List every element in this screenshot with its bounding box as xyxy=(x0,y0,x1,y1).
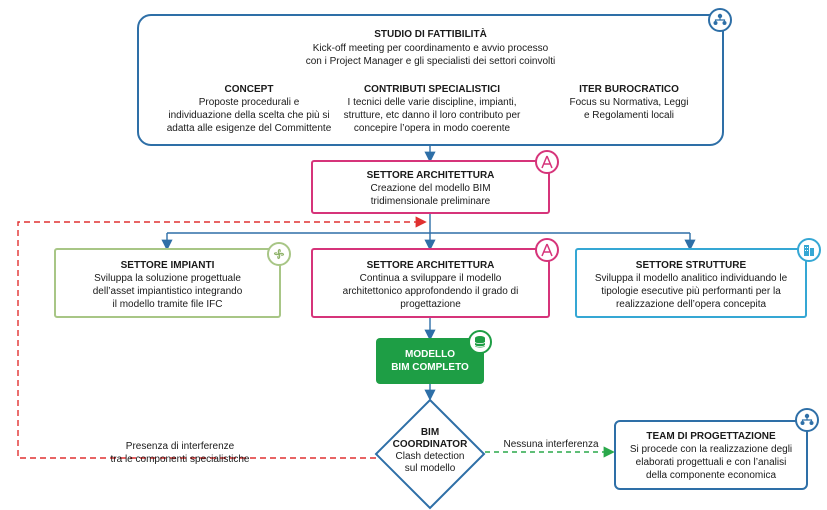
concept-title: CONCEPT xyxy=(224,84,274,95)
iter-line: e Regolamenti locali xyxy=(583,110,675,121)
arch2-line: progettazione xyxy=(400,299,461,310)
concept-section: CONCEPT Proposte procedurali e individua… xyxy=(159,83,339,135)
team-line: della componente economica xyxy=(645,470,777,481)
dashed-loop-interferenze xyxy=(17,216,427,459)
studio-fattibilita-box: STUDIO DI FATTIBILITÀ Kick-off meeting p… xyxy=(137,14,724,146)
interferenze-line: tra le componenti specialistiche xyxy=(110,454,250,465)
iter-title: ITER BUROCRATICO xyxy=(579,84,679,95)
arch2-line: Continua a sviluppare il modello xyxy=(359,273,502,284)
strutture-line: tipologie esecutive più performanti per … xyxy=(601,286,781,297)
label-presenza-interferenze: Presenza di interferenze tra le componen… xyxy=(70,440,290,466)
people-network-icon xyxy=(795,408,819,432)
arch2-line: architettonico approfondendo il grado di xyxy=(342,286,519,297)
concept-line: individuazione della scelta che più si xyxy=(168,110,330,121)
settore-strutture-box: SETTORE STRUTTURE Sviluppa il modello an… xyxy=(575,248,807,318)
contributi-title: CONTRIBUTI SPECIALISTICI xyxy=(363,84,501,95)
architecture-compass-icon xyxy=(535,150,559,174)
settore-impianti-box: SETTORE IMPIANTI Sviluppa la soluzione p… xyxy=(54,248,281,318)
impianti-title: SETTORE IMPIANTI xyxy=(120,260,215,271)
iter-line: Focus su Normativa, Leggi xyxy=(569,97,689,108)
team-line: elaborati progettuali e con l’analisi xyxy=(635,457,787,468)
interferenze-line: Presenza di interferenze xyxy=(125,441,235,452)
contributi-line: strutture, etc danno il loro contributo … xyxy=(343,110,521,121)
settore-architettura-sviluppo-box: SETTORE ARCHITETTURA Continua a sviluppa… xyxy=(311,248,550,318)
impianti-line: Sviluppa la soluzione progettuale xyxy=(94,273,241,284)
studio-line2: con i Project Manager e gli specialisti … xyxy=(305,56,556,67)
strutture-title: SETTORE STRUTTURE xyxy=(635,260,747,271)
concept-line: adatta alle esigenze del Committente xyxy=(166,123,332,134)
arch1-line: Creazione del modello BIM xyxy=(370,183,491,194)
contributi-line: I tecnici delle varie discipline, impian… xyxy=(347,97,517,108)
arch1-line: tridimensionale preliminare xyxy=(370,196,491,207)
bim-title-line: BIM xyxy=(420,427,440,438)
modello-line: MODELLO xyxy=(405,349,455,360)
bim-line: sul modello xyxy=(404,463,456,474)
bim-coordinator-text: BIM COORDINATOR Clash detection sul mode… xyxy=(384,427,476,475)
strutture-line: Sviluppa il modello analitico individuan… xyxy=(594,273,788,284)
arch1-title: SETTORE ARCHITETTURA xyxy=(366,170,495,181)
impianti-line: il modello tramite file IFC xyxy=(112,299,223,310)
concept-line: Proposte procedurali e xyxy=(198,97,300,108)
modello-line: BIM COMPLETO xyxy=(391,362,469,373)
contributi-line: concepire l’opera in modo coerente xyxy=(353,123,511,134)
settore-architettura-preliminare-box: SETTORE ARCHITETTURA Creazione del model… xyxy=(311,160,550,214)
contributi-section: CONTRIBUTI SPECIALISTICI I tecnici delle… xyxy=(332,83,532,135)
bim-line: Clash detection xyxy=(395,451,465,462)
strutture-line: realizzazione dell’opera concepita xyxy=(615,299,767,310)
team-title: TEAM DI PROGETTAZIONE xyxy=(646,431,776,442)
studio-line1: Kick-off meeting per coordinamento e avv… xyxy=(312,43,549,54)
iter-section: ITER BUROCRATICO Focus su Normativa, Leg… xyxy=(559,83,699,122)
label-nessuna-interferenza: Nessuna interferenza xyxy=(503,439,599,450)
database-icon xyxy=(468,330,492,354)
bim-title-line: COORDINATOR xyxy=(392,439,468,450)
team-line: Si procede con la realizzazione degli xyxy=(629,444,793,455)
modello-bim-completo-box: MODELLO BIM COMPLETO xyxy=(376,338,484,384)
people-network-icon xyxy=(708,8,732,32)
architecture-compass-icon xyxy=(535,238,559,262)
studio-title: STUDIO DI FATTIBILITÀ xyxy=(374,29,487,40)
arch2-title: SETTORE ARCHITETTURA xyxy=(366,260,495,271)
team-progettazione-box: TEAM DI PROGETTAZIONE Si procede con la … xyxy=(614,420,808,490)
impianti-line: dell’asset impiantistico integrando xyxy=(92,286,243,297)
building-icon xyxy=(797,238,821,262)
fan-icon xyxy=(267,242,291,266)
